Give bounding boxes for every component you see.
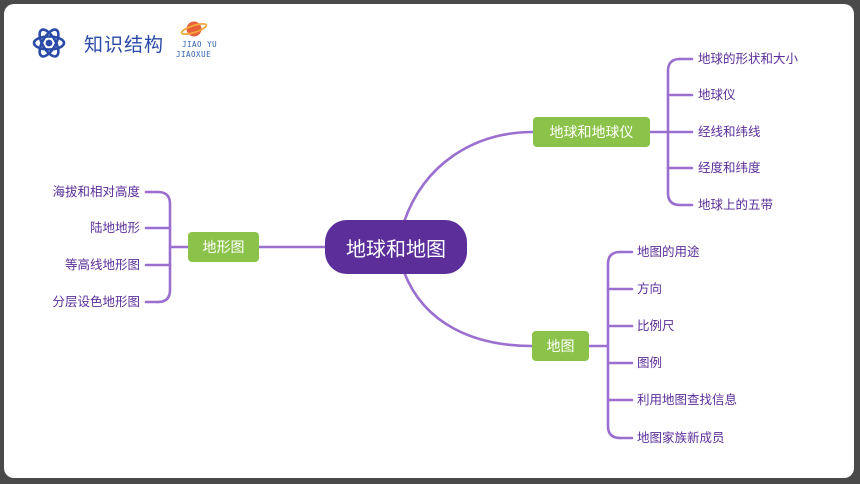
leaf-meridians-parallels: 经线和纬线	[698, 124, 761, 139]
leaf-legend: 图例	[637, 355, 663, 370]
branch-map: 地图	[532, 331, 589, 361]
branch-terrain-map: 地形图	[188, 232, 259, 262]
connector-root-map	[402, 270, 534, 348]
slide: 知识结构 JIAO YU JIAOXUE	[4, 4, 854, 478]
leaf-longitude-latitude: 经度和纬度	[698, 160, 761, 175]
branch-earth-and-globe: 地球和地球仪	[533, 117, 650, 147]
leaf-map-uses: 地图的用途	[637, 244, 700, 259]
leaf-contour-map: 等高线地形图	[64, 257, 140, 272]
leaf-new-map-members: 地图家族新成员	[637, 430, 725, 445]
atom-icon	[32, 28, 66, 58]
mindmap-connectors	[144, 57, 694, 440]
leaf-land-terrain: 陆地地形	[89, 220, 140, 235]
root-topic: 地球和地图	[325, 220, 467, 274]
leaf-layered-color-map: 分层设色地形图	[52, 294, 140, 309]
section-title: 知识结构	[84, 34, 165, 56]
connector-root-earth-globe	[402, 130, 535, 224]
leaf-altitude: 海拔和相对高度	[52, 184, 140, 199]
brand-logo: JIAO YU JIAOXUE	[176, 18, 226, 64]
leaf-scale: 比例尺	[637, 318, 675, 333]
leaf-direction: 方向	[637, 281, 663, 296]
brand-text-1: JIAO YU	[182, 40, 218, 49]
planet-icon	[180, 21, 208, 37]
leaf-find-info: 利用地图查找信息	[637, 392, 738, 407]
leaf-earth-shape-size: 地球的形状和大小	[698, 51, 799, 66]
leaf-five-zones: 地球上的五带	[698, 197, 774, 212]
leaf-globe: 地球仪	[698, 87, 736, 102]
brand-text-2: JIAOXUE	[176, 50, 212, 59]
